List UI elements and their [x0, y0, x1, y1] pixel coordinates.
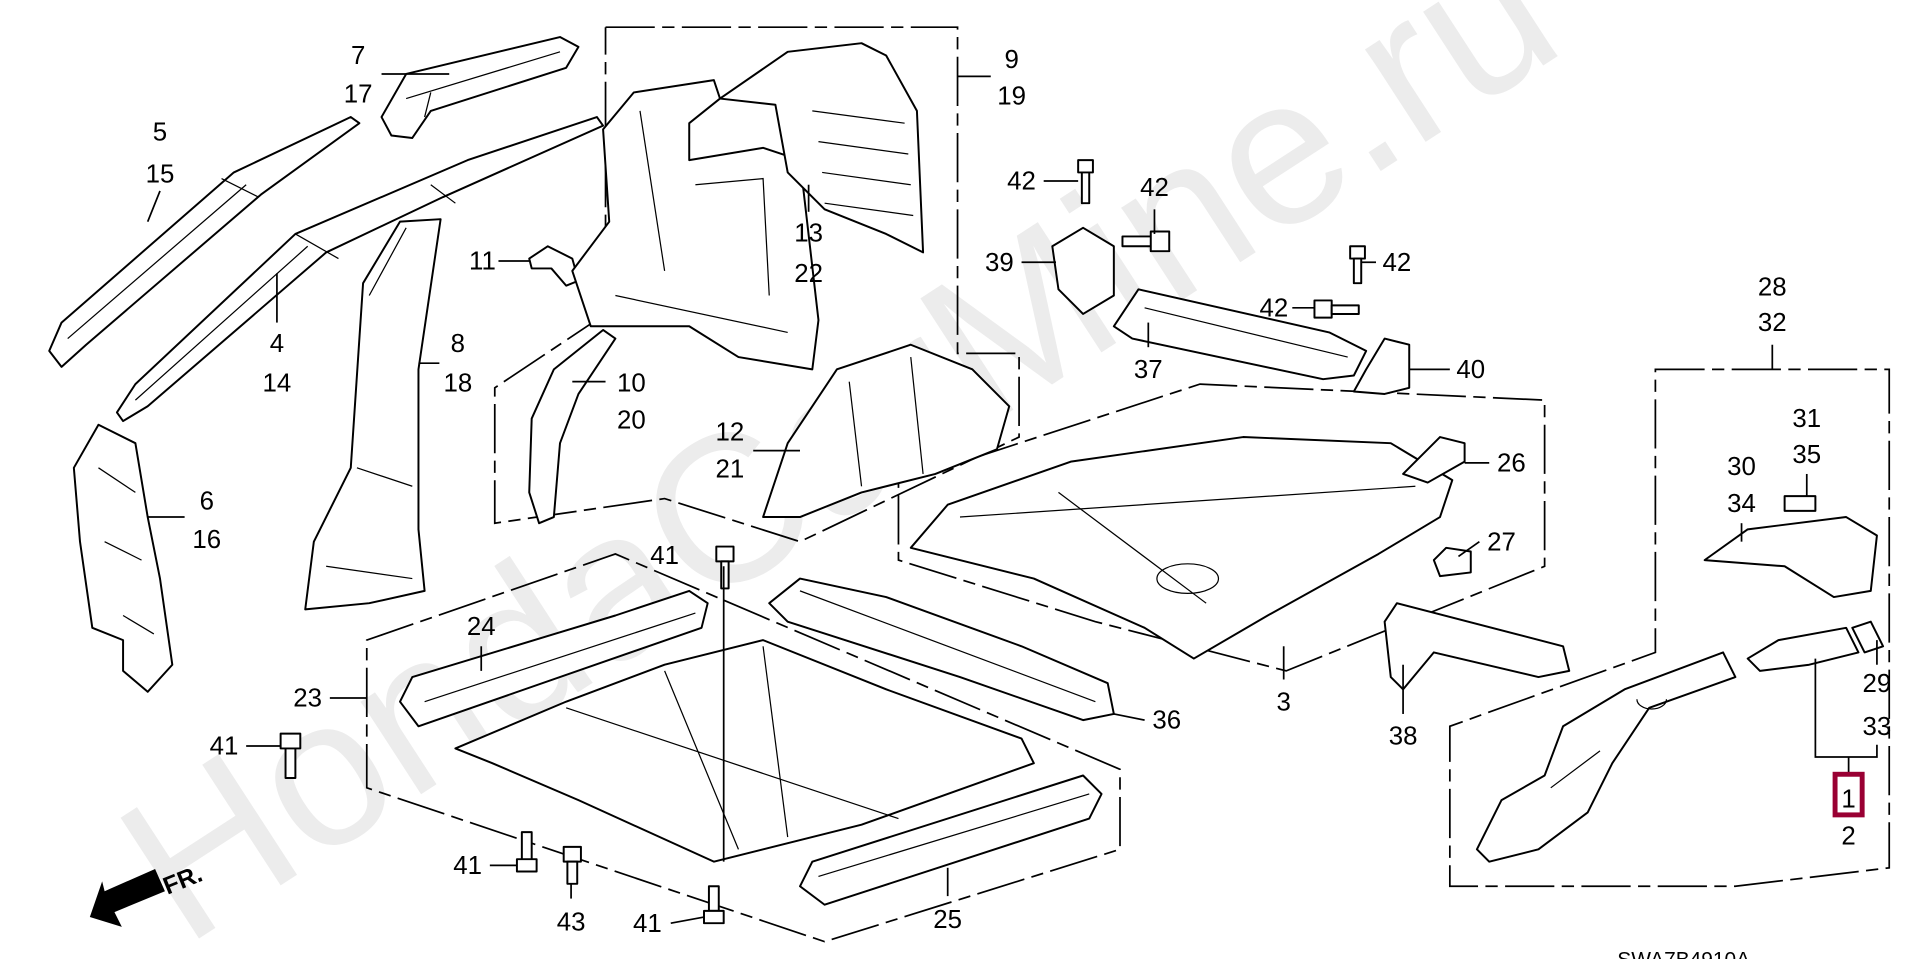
callout-12[interactable]: 12 — [715, 419, 744, 447]
callout-41[interactable]: 41 — [453, 852, 482, 880]
callout-19[interactable]: 19 — [997, 83, 1026, 111]
part-rear-floor-3[interactable] — [909, 436, 1454, 660]
part-bracket-11[interactable] — [528, 245, 580, 287]
part-bracket-40[interactable] — [1352, 337, 1411, 395]
part-extension-29[interactable] — [1851, 620, 1885, 654]
part-bracket-26[interactable] — [1402, 436, 1466, 484]
callout-25[interactable]: 25 — [933, 906, 962, 934]
callout-22[interactable]: 22 — [794, 260, 823, 288]
part-bolt-41a[interactable] — [715, 545, 735, 590]
part-bolt-42d[interactable] — [1313, 299, 1360, 319]
callout-42[interactable]: 42 — [1383, 249, 1412, 277]
part-bracket-39[interactable] — [1051, 226, 1115, 315]
group-box-floor — [897, 383, 1546, 672]
callout-32[interactable]: 32 — [1758, 309, 1787, 337]
part-bolt-42a[interactable] — [1077, 159, 1094, 205]
part-inner-panel-9[interactable] — [571, 79, 820, 371]
callout-42[interactable]: 42 — [1259, 294, 1288, 322]
callout-3[interactable]: 3 — [1277, 688, 1291, 716]
callout-36[interactable]: 36 — [1152, 707, 1181, 735]
callout-27[interactable]: 27 — [1487, 528, 1516, 556]
part-crossmember-37[interactable] — [1112, 288, 1368, 381]
callout-24[interactable]: 24 — [467, 613, 496, 641]
front-arrow-icon — [89, 869, 165, 927]
part-crossmember-38[interactable] — [1383, 602, 1571, 691]
group-box-rear-frame — [1448, 368, 1891, 888]
drawing-code: SWA7B4910A — [1617, 948, 1750, 959]
callout-20[interactable]: 20 — [617, 406, 646, 434]
callout-18[interactable]: 18 — [443, 370, 472, 398]
part-front-floor-23[interactable] — [454, 639, 1035, 863]
callout-13[interactable]: 13 — [794, 219, 823, 247]
part-bolt-43[interactable] — [562, 845, 582, 885]
callout-41[interactable]: 41 — [633, 910, 662, 938]
callout-42[interactable]: 42 — [1140, 174, 1169, 202]
part-roof-rail-7[interactable] — [380, 36, 580, 139]
callout-4[interactable]: 4 — [270, 330, 284, 358]
part-bolt-41c[interactable] — [515, 831, 538, 873]
callout-41[interactable]: 41 — [650, 542, 679, 570]
part-bracket-30[interactable] — [1703, 516, 1878, 599]
callout-6[interactable]: 6 — [200, 488, 214, 516]
callout-10[interactable]: 10 — [617, 370, 646, 398]
callout-34[interactable]: 34 — [1727, 490, 1756, 518]
callout-9[interactable]: 9 — [1005, 46, 1019, 74]
callout-5[interactable]: 5 — [153, 118, 167, 146]
callout-38[interactable]: 38 — [1389, 723, 1418, 751]
part-bolt-41b[interactable] — [279, 732, 302, 779]
part-roof-rail-5[interactable] — [48, 116, 361, 368]
part-bolt-42b[interactable] — [1121, 230, 1171, 253]
part-side-sill-24[interactable] — [399, 589, 709, 728]
part-outer-wheelhouse-12[interactable] — [762, 343, 1011, 519]
callout-30[interactable]: 30 — [1727, 453, 1756, 481]
group-box-rear-inner — [493, 26, 1020, 543]
callout-37[interactable]: 37 — [1134, 356, 1163, 384]
callout-39[interactable]: 39 — [985, 249, 1014, 277]
callout-33[interactable]: 33 — [1863, 713, 1892, 741]
callout-15[interactable]: 15 — [146, 160, 175, 188]
leader-lines — [146, 73, 1878, 925]
part-clip-31[interactable] — [1783, 495, 1817, 512]
part-wheelhouse-13[interactable] — [719, 42, 925, 254]
callout-28[interactable]: 28 — [1758, 273, 1787, 301]
part-tunnel-36[interactable] — [768, 577, 1115, 722]
callout-42[interactable]: 42 — [1007, 168, 1036, 196]
callout-14[interactable]: 14 — [263, 370, 292, 398]
callout-17[interactable]: 17 — [344, 80, 373, 108]
part-bolt-41d[interactable] — [703, 885, 725, 925]
callout-8[interactable]: 8 — [451, 330, 465, 358]
callout-7[interactable]: 7 — [351, 42, 365, 70]
callout-29[interactable]: 29 — [1863, 670, 1892, 698]
part-rear-frame-1[interactable] — [1475, 651, 1737, 863]
part-roof-side-4[interactable] — [115, 116, 605, 423]
callout-labels: 7 17 5 15 4 14 8 18 6 16 11 9 19 13 22 1… — [146, 42, 1892, 938]
callout-40[interactable]: 40 — [1456, 356, 1485, 384]
part-pillar-8[interactable] — [304, 218, 442, 611]
callout-2[interactable]: 2 — [1841, 822, 1855, 850]
part-front-pillar-6[interactable] — [72, 423, 174, 693]
part-arch-10[interactable] — [528, 328, 617, 525]
part-side-sill-25[interactable] — [799, 774, 1103, 906]
callout-16[interactable]: 16 — [192, 526, 221, 554]
callout-1-highlighted[interactable]: 1 — [1841, 786, 1855, 814]
callout-35[interactable]: 35 — [1792, 441, 1821, 469]
group-box-front-floor — [365, 553, 1121, 943]
part-reinforcement-33[interactable] — [1746, 626, 1860, 672]
callout-43[interactable]: 43 — [557, 909, 586, 937]
callout-11[interactable]: 11 — [469, 248, 496, 276]
part-bolt-42c[interactable] — [1349, 245, 1366, 285]
callout-41[interactable]: 41 — [210, 733, 239, 761]
callout-21[interactable]: 21 — [715, 456, 744, 484]
highlight-box — [1832, 771, 1865, 818]
callout-31[interactable]: 31 — [1792, 405, 1821, 433]
callout-26[interactable]: 26 — [1497, 450, 1526, 478]
callout-23[interactable]: 23 — [293, 685, 322, 713]
